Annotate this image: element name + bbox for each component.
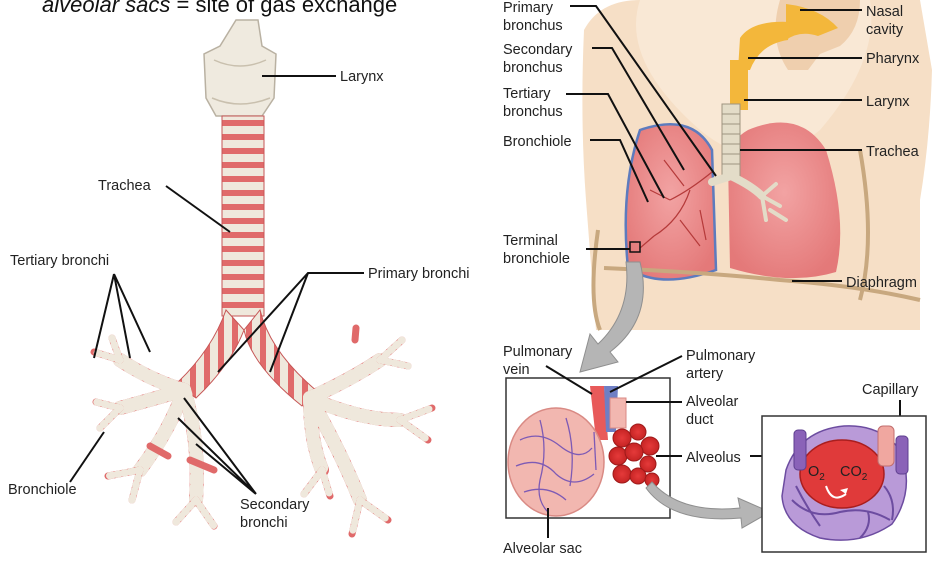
larynx-label-right: Larynx — [866, 94, 910, 110]
capillary-label: Capillary — [862, 382, 919, 398]
zoom-arrow-right — [645, 481, 772, 529]
terminal-bronchiole-marker — [629, 241, 641, 253]
pulmonary-artery-label-1: Pulmonary — [686, 348, 756, 364]
pulmonary-vein-leader — [545, 365, 593, 395]
primary-bronchus-leader — [570, 5, 717, 177]
bronchiole-leader — [69, 431, 105, 483]
secondary-bronchus-label-2: bronchus — [503, 60, 563, 76]
pulmonary-artery-leader — [609, 355, 683, 393]
trachea-label-right: Trachea — [866, 144, 920, 160]
left-labels: Larynx Trachea Tertiary bronchi Primary … — [8, 69, 470, 531]
bronchiole-label: Bronchiole — [8, 482, 77, 498]
diaphragm-label: Diaphragm — [846, 275, 917, 291]
bronchial-tree-illustration — [90, 19, 436, 538]
trachea-label: Trachea — [98, 178, 152, 194]
pharynx-label: Pharynx — [866, 51, 920, 67]
primary-bronchus-label-2: bronchus — [503, 18, 563, 34]
tertiary-bronchus-leader — [566, 93, 665, 199]
top-right-labels: Primary bronchus Secondary bronchus Tert… — [503, 0, 920, 291]
o2-label: O2 — [808, 464, 825, 483]
primary-bronchi-leader — [217, 272, 364, 373]
primary-bronchi-label: Primary bronchi — [368, 266, 470, 282]
secondary-bronchus-label-1: Secondary — [503, 42, 573, 58]
pulmonary-vein-label-1: Pulmonary — [503, 344, 573, 360]
secondary-bronchi-label-1: Secondary — [240, 497, 310, 513]
trachea-leader — [165, 185, 231, 233]
torso-lungs-illustration — [582, 0, 932, 331]
alveolus-label: Alveolus — [686, 450, 741, 466]
terminal-bronchiole-label-2: bronchiole — [503, 251, 570, 267]
alveolar-duct-label-1: Alveolar — [686, 394, 739, 410]
secondary-bronchi-leader — [177, 397, 257, 495]
tertiary-bronchus-label-2: bronchus — [503, 104, 563, 120]
tertiary-bronchus-label-1: Tertiary — [503, 86, 551, 102]
title-rest: = site of gas exchange — [170, 0, 397, 17]
secondary-bronchi-label-2: bronchi — [240, 515, 288, 531]
capillary-illustration — [781, 425, 909, 541]
primary-bronchus-label-1: Primary — [503, 0, 554, 16]
secondary-bronchus-leader — [592, 47, 685, 171]
alveolar-duct-label-2: duct — [686, 412, 713, 428]
tertiary-bronchi-label: Tertiary bronchi — [10, 253, 109, 269]
nasal-cavity-label-1: Nasal — [866, 4, 903, 20]
nasal-cavity-label-2: cavity — [866, 22, 904, 38]
terminal-bronchiole-label-1: Terminal — [503, 233, 558, 249]
tertiary-bronchi-leader — [93, 273, 151, 359]
alveolar-sac-label: Alveolar sac — [503, 541, 582, 557]
bronchiole-leader-right — [590, 139, 649, 203]
bronchiole-label-right: Bronchiole — [503, 134, 572, 150]
zoom-arrow-down — [579, 261, 644, 373]
gas-exchange-arrow — [825, 485, 847, 499]
co2-label: CO2 — [840, 464, 868, 483]
pulmonary-vein-label-2: vein — [503, 362, 530, 378]
alveolar-sac-illustration — [507, 386, 660, 517]
title-italic: alveolar sacs — [42, 0, 170, 17]
alveolar-labels: Pulmonary vein Pulmonary artery Alveolar… — [503, 344, 919, 557]
larynx-label: Larynx — [340, 69, 384, 85]
pulmonary-artery-label-2: artery — [686, 366, 724, 382]
page-title: alveolar sacs = site of gas exchange — [42, 0, 397, 17]
